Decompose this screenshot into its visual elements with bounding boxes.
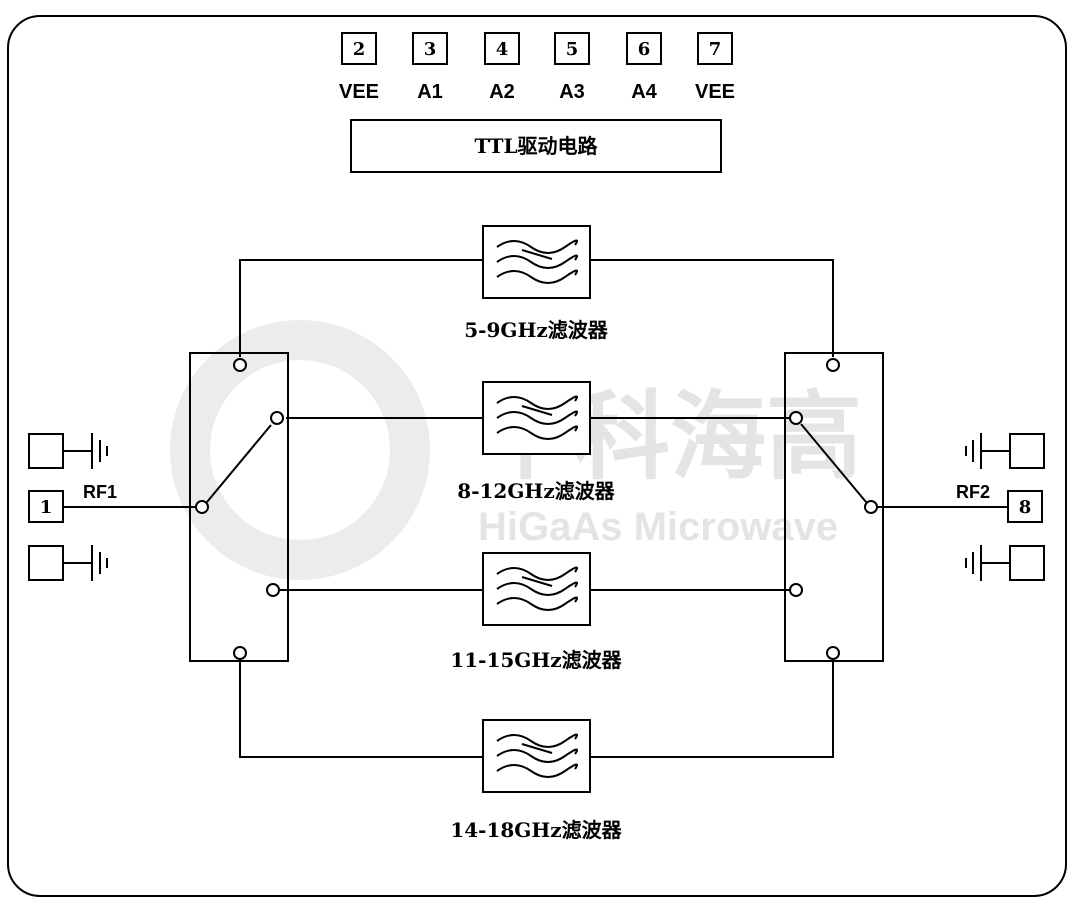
pin-number: 6 [638,39,651,60]
pin-number: 4 [496,39,509,60]
switch-throw [826,358,840,372]
filter-5-9ghz: 5-9GHz滤波器 [464,225,609,342]
wiring [64,259,1008,758]
ground-icon [91,545,108,581]
filter-14-18ghz: 14-18GHz滤波器 [450,719,623,842]
rf-out-pin-number: 8 [1019,497,1032,518]
rf-out-label: RF2 [956,482,990,502]
rf-out-port: 8 RF2 [956,482,1043,523]
pin-4: 4 A2 [484,32,520,103]
filter-wave-icon [496,395,578,440]
outer-frame [7,15,1067,897]
filter-wave-icon [496,566,578,611]
switch-throw [789,583,803,597]
filter-label: 11-15GHz滤波器 [450,648,622,672]
filter-wave-icon [496,239,578,284]
filter-8-12ghz: 8-12GHz滤波器 [457,381,616,503]
pin-3: 3 A1 [412,32,448,103]
pin-number: 7 [709,39,722,60]
ground-icon [965,433,982,469]
ground-pad-left-bottom [28,545,108,581]
filter-label: 5-9GHz滤波器 [464,318,608,342]
filter-wave-icon [496,733,578,778]
pin-7: 7 VEE [695,32,735,103]
switch-pole [864,500,878,514]
pin-name: A3 [559,81,585,103]
ttl-driver-label: TTL驱动电路 [474,134,598,158]
ground-pad-right-bottom [965,545,1045,581]
switch-arm [206,424,272,503]
ground-icon [91,433,108,469]
switch-throw [270,411,284,425]
rf-in-label: RF1 [83,482,117,502]
filter-11-15ghz: 11-15GHz滤波器 [450,552,623,672]
pin-name: A2 [489,81,515,103]
ground-icon [965,545,982,581]
rf-in-port: 1 RF1 [28,482,117,523]
pin-5: 5 A3 [554,32,590,103]
pin-name: A1 [417,81,443,103]
top-pins: 2 VEE 3 A1 4 A2 5 A3 6 A4 7 VEE [339,32,735,103]
pin-number: 2 [353,39,366,60]
watermark-en: HiGaAs Microwave [478,505,838,549]
filter-label: 8-12GHz滤波器 [457,479,615,503]
ttl-driver: TTL驱动电路 [350,119,722,173]
rf-in-pin-number: 1 [40,497,53,518]
output-switch [784,352,884,662]
switch-throw [266,583,280,597]
switch-arm [800,423,867,503]
pin-name: A4 [631,81,657,103]
switch-throw [826,646,840,660]
watermark-logo-icon [170,320,430,580]
pin-number: 3 [424,39,437,60]
filter-label: 14-18GHz滤波器 [450,818,622,842]
input-switch [189,352,289,662]
pin-6: 6 A4 [626,32,662,103]
ground-pad-left-top [28,433,108,469]
switch-pole [195,500,209,514]
pin-number: 5 [566,39,579,60]
switch-throw [233,646,247,660]
pin-name: VEE [695,81,735,103]
switch-throw [789,411,803,425]
switch-throw [233,358,247,372]
ground-pad-right-top [965,433,1045,469]
pin-name: VEE [339,81,379,103]
pin-2: 2 VEE [339,32,379,103]
